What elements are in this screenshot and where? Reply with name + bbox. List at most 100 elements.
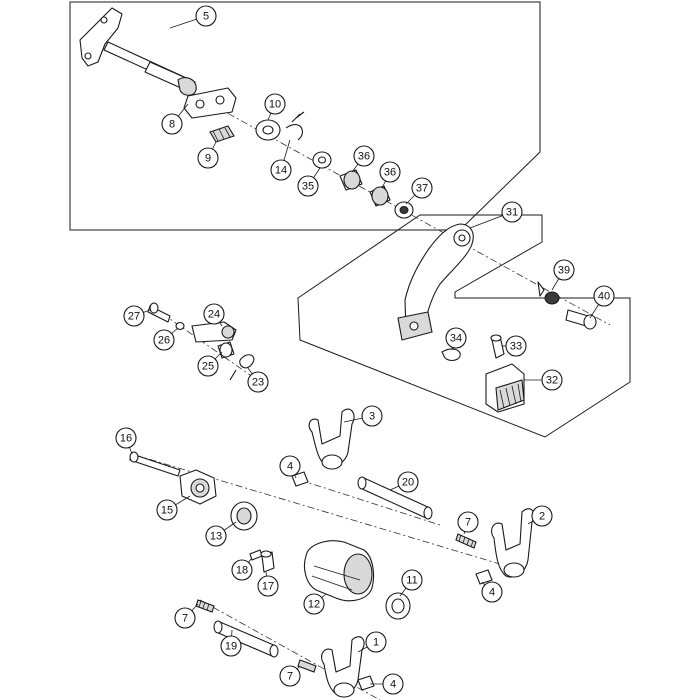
callout-16: 16 [115, 427, 137, 455]
bush-part-10 [255, 119, 281, 141]
callout-label: 24 [208, 309, 220, 321]
callout-circle [195, 5, 217, 27]
callout-36: 36 [379, 161, 401, 189]
callout-40: 40 [589, 285, 615, 319]
spring-part-7b [195, 599, 215, 613]
callout-label: 3 [369, 411, 375, 423]
callout-label: 5 [203, 11, 209, 23]
callout-circle [457, 511, 479, 533]
callout-circle [279, 665, 301, 687]
callout-25: 25 [197, 351, 223, 377]
callout-15: 15 [156, 495, 191, 521]
callout-4: 4 [370, 673, 404, 695]
callout-circle [505, 335, 527, 357]
callout-20: 20 [389, 471, 419, 493]
callout-label: 15 [161, 505, 173, 517]
pin-part-33 [490, 334, 505, 359]
callout-label: 7 [287, 671, 293, 683]
callout-24: 24 [203, 303, 225, 327]
callout-34: 34 [445, 327, 467, 351]
callout-8: 8 [161, 103, 189, 135]
needle-bearing-part-36b [369, 185, 391, 207]
callout-label: 35 [302, 181, 314, 193]
callout-label: 34 [450, 333, 462, 345]
fork-rail-part-20 [357, 476, 433, 520]
spring-part-23 [229, 354, 255, 381]
callout-label: 1 [373, 637, 379, 649]
callout-18: 18 [231, 557, 253, 581]
callout-circle [541, 369, 563, 391]
callout-26: 26 [153, 327, 179, 351]
callout-4: 4 [481, 581, 503, 603]
callout-circle [270, 159, 292, 181]
callout-label: 13 [210, 531, 222, 543]
callout-label: 2 [539, 511, 545, 523]
callout-circle [531, 505, 553, 527]
callout-2: 2 [527, 505, 553, 527]
callout-label: 12 [308, 599, 320, 611]
callout-label: 16 [120, 433, 132, 445]
screw-part-17 [260, 550, 275, 573]
callout-label: 9 [205, 153, 211, 165]
return-spring-part-14 [285, 111, 305, 141]
callout-label: 8 [169, 119, 175, 131]
shift-pawl-plate-part [183, 87, 237, 119]
fork-rail-part-19 [213, 620, 279, 658]
axis-lines [109, 47, 611, 700]
callout-36: 36 [351, 145, 375, 173]
callout-1: 1 [357, 631, 387, 653]
small-spring-part [209, 125, 235, 143]
callout-label: 4 [287, 461, 293, 473]
bolt-part-16 [129, 451, 181, 477]
callout-circle [353, 145, 375, 167]
spring-part-7c [297, 659, 317, 673]
callout-circle [382, 673, 404, 695]
callout-label: 39 [558, 265, 570, 277]
callout-circle [153, 329, 175, 351]
washer-part-35 [312, 151, 332, 169]
callout-label: 25 [202, 361, 214, 373]
callout-4: 4 [279, 455, 301, 479]
callout-label: 23 [252, 377, 264, 389]
shift-drum-locating-part-15 [179, 469, 217, 505]
callout-circle [445, 327, 467, 349]
callout-circle [197, 355, 219, 377]
callout-label: 4 [390, 679, 396, 691]
callout-10: 10 [264, 93, 286, 121]
callout-label: 14 [275, 165, 287, 177]
callout-label: 36 [358, 151, 370, 163]
callout-circle [174, 607, 196, 629]
callout-circle [297, 175, 319, 197]
callout-label: 40 [598, 291, 610, 303]
callout-label: 11 [406, 575, 417, 587]
callout-9: 9 [197, 141, 219, 169]
washer-part-26 [175, 321, 185, 331]
callout-circle [257, 575, 279, 597]
callout-39: 39 [551, 259, 575, 291]
callout-circle [501, 201, 523, 223]
callout-7: 7 [279, 665, 301, 687]
callout-label: 19 [225, 641, 237, 653]
callout-circle [231, 559, 253, 581]
callout-circle [247, 371, 269, 393]
guide-roller-part-4b [475, 569, 493, 585]
guide-roller-part-4c [357, 675, 375, 691]
callout-circle [205, 525, 227, 547]
callout-circle [303, 593, 325, 615]
bearing-part-11 [385, 592, 411, 620]
callout-37: 37 [405, 177, 433, 205]
bolt-part-40 [565, 309, 597, 330]
bearing-part-13 [230, 501, 258, 531]
callout-32: 32 [524, 369, 563, 391]
callout-circle [553, 259, 575, 281]
guide-roller-part-4a [291, 471, 309, 487]
callout-14: 14 [270, 139, 292, 181]
callout-13: 13 [205, 521, 237, 547]
callout-35: 35 [297, 167, 321, 197]
callout-7: 7 [457, 511, 479, 535]
callout-circle [123, 305, 145, 327]
callout-circle [401, 569, 423, 591]
callout-label: 37 [416, 183, 428, 195]
callout-31: 31 [469, 201, 523, 229]
